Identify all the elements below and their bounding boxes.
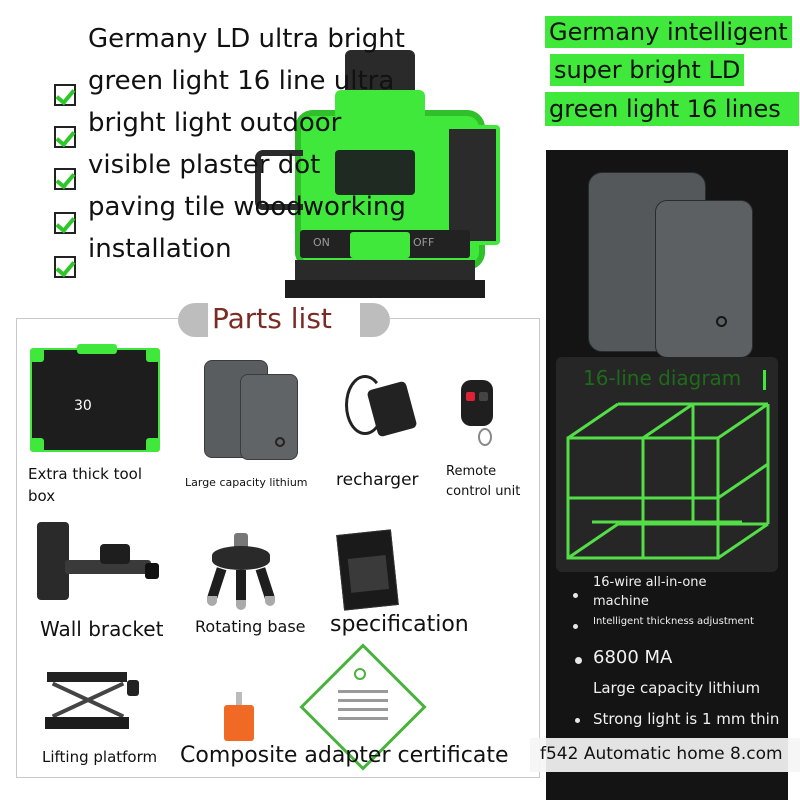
battery-button-icon	[275, 437, 285, 447]
parts-title-pill	[178, 303, 390, 337]
wall-bracket-plate	[37, 522, 69, 600]
spec-bullet	[575, 718, 580, 723]
lifting-platform-knob	[127, 680, 139, 696]
rotating-base-foot	[265, 596, 275, 606]
adapter-certificate-label: Composite adapter certificate	[180, 743, 509, 768]
feature-title: Germany LD ultra bright	[88, 24, 405, 54]
toolbox-corner	[146, 348, 160, 362]
lifting-platform-top	[47, 672, 127, 682]
device-laser-window	[335, 150, 415, 195]
remote-button-icon	[479, 392, 488, 401]
spec-bullet	[575, 657, 582, 664]
wall-bracket-knob	[100, 544, 130, 564]
device-on-label: ON	[313, 236, 330, 249]
check-icon	[54, 212, 76, 234]
diagram-title: 16-line diagram	[583, 366, 742, 390]
toolbox-corner	[30, 438, 44, 452]
wall-bracket-label: Wall bracket	[40, 617, 164, 641]
banner-line: green light 16 lines	[545, 92, 799, 126]
rotating-base-leg	[236, 570, 246, 600]
charger-label: recharger	[336, 470, 419, 490]
parts-list-title: Parts list	[212, 302, 332, 335]
spec-text: machine	[593, 594, 649, 609]
rotating-base-foot	[207, 596, 217, 606]
wall-bracket-cap	[145, 563, 159, 579]
check-icon	[54, 256, 76, 278]
laser-cube-diagram	[566, 402, 770, 560]
spec-text: Intelligent thickness adjustment	[593, 616, 754, 627]
toolbox-label-2: box	[28, 487, 56, 505]
remote-button-icon	[466, 392, 475, 401]
spec-text: Large capacity lithium	[593, 679, 761, 697]
spec-bullet	[573, 624, 578, 629]
specification-booklet-image	[336, 529, 399, 611]
specification-label: specification	[330, 612, 469, 637]
feature-line: paving tile woodworking	[88, 192, 406, 222]
rotating-base-knob	[234, 533, 248, 549]
booklet-page	[347, 555, 390, 593]
toolbox-number: 30	[74, 398, 92, 414]
device-base-upper	[295, 260, 475, 282]
battery-image	[240, 374, 298, 460]
keyring-icon	[478, 428, 492, 446]
certificate-tag-lines	[338, 690, 388, 726]
device-side-handle	[255, 150, 303, 210]
charger-cable	[345, 375, 385, 435]
toolbox-handle	[77, 344, 117, 354]
rotating-base-label: Rotating base	[195, 617, 306, 636]
lifting-platform-base	[45, 717, 129, 729]
check-icon	[54, 84, 76, 106]
feature-line: visible plaster dot	[88, 150, 321, 180]
device-top-cap	[335, 90, 425, 120]
lithium-label: Large capacity lithium	[185, 476, 308, 489]
remote-label-2: control unit	[446, 484, 521, 499]
lifting-platform-label: Lifting platform	[42, 748, 158, 766]
check-icon	[54, 126, 76, 148]
check-icon	[54, 168, 76, 190]
wall-bracket-arm	[65, 560, 151, 574]
rotating-base-foot	[236, 600, 246, 610]
adapter-pin	[236, 692, 242, 706]
feature-line: green light 16 line ultra	[88, 66, 395, 96]
diagram-title-marker	[763, 370, 766, 390]
toolbox-image: 30	[30, 344, 160, 452]
spec-bullet	[573, 593, 578, 598]
banner-line: super bright LD	[550, 54, 745, 86]
spec-text: 16-wire all-in-one	[593, 575, 707, 590]
toolbox-label: Extra thick tool	[28, 465, 143, 483]
diagram-panel	[556, 357, 778, 572]
device-base-lower	[285, 280, 485, 298]
lifting-platform-scissor	[55, 683, 121, 717]
laser-level-device: ON OFF	[255, 40, 505, 302]
feature-line: bright light outdoor	[88, 108, 342, 138]
rotating-base-image	[212, 546, 270, 570]
spec-text: 6800 MA	[593, 647, 673, 668]
device-power-switch	[350, 232, 410, 258]
remote-image	[461, 380, 493, 426]
toolbox-corner	[30, 348, 44, 362]
device-top-handle	[345, 50, 415, 95]
device-off-label: OFF	[413, 236, 435, 249]
watermark-text: f542 Automatic home 8.com	[540, 744, 783, 764]
battery-image	[655, 200, 753, 358]
banner-line: Germany intelligent	[545, 16, 792, 48]
adapter-image	[224, 705, 254, 741]
spec-text: Strong light is 1 mm thin	[593, 710, 780, 728]
battery-button-icon	[716, 316, 727, 327]
device-side-panel	[445, 125, 500, 245]
watermark: f542 Automatic home 8.com	[530, 738, 800, 772]
certificate-tag-hole	[354, 668, 366, 680]
toolbox-corner	[146, 438, 160, 452]
feature-line: installation	[88, 234, 232, 264]
remote-label: Remote	[446, 464, 497, 479]
